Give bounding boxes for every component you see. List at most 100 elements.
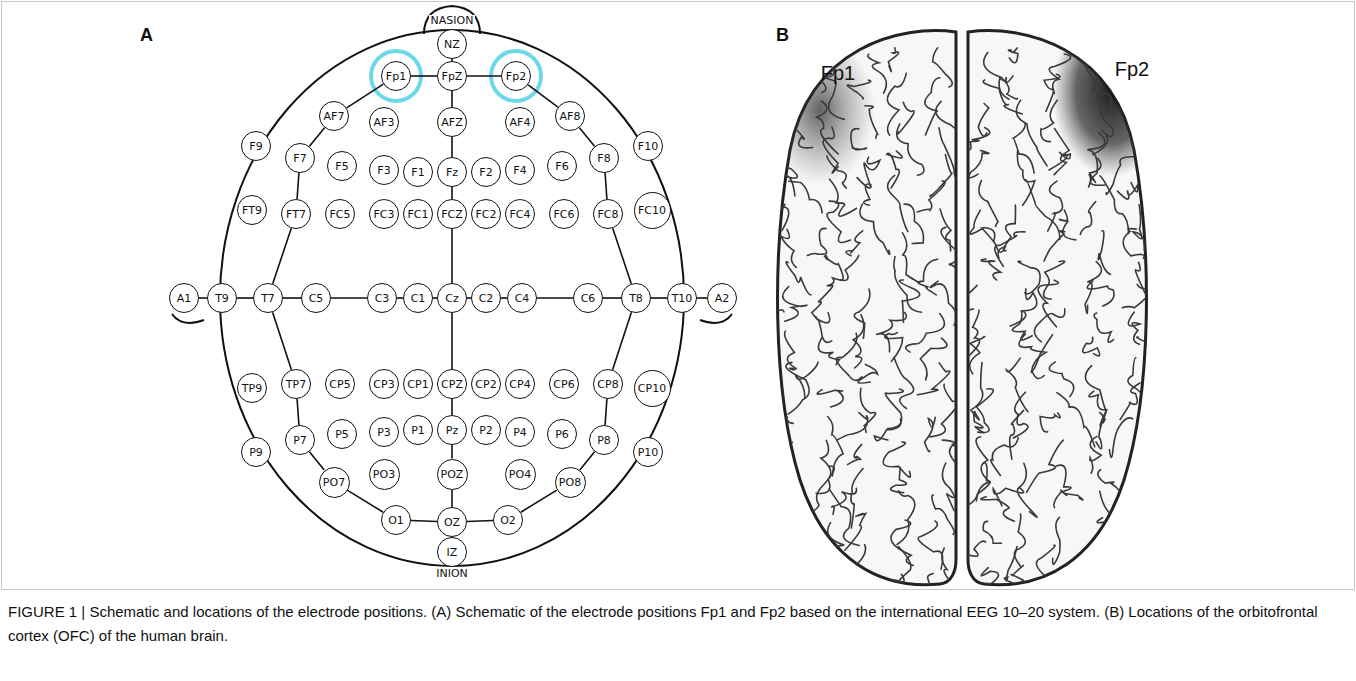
electrode-circle: FC2 bbox=[471, 199, 501, 229]
gyrus-stroke bbox=[904, 204, 923, 243]
gyrus-stroke bbox=[942, 463, 954, 511]
electrode-circle: P5 bbox=[327, 419, 357, 449]
gyrus-stroke bbox=[1128, 517, 1147, 549]
electrode-label: F3 bbox=[377, 165, 390, 176]
electrode-label: O2 bbox=[500, 515, 516, 526]
electrode-circle: PO4 bbox=[505, 459, 536, 490]
gyrus-stroke bbox=[1011, 565, 1031, 601]
electrode-label: CP10 bbox=[638, 383, 666, 394]
gyrus-stroke bbox=[1128, 466, 1153, 522]
electrode-link bbox=[411, 521, 437, 522]
electrode-label: P2 bbox=[479, 425, 493, 436]
gyrus-stroke bbox=[874, 419, 901, 441]
electrode-circle: PO3 bbox=[369, 459, 400, 490]
electrode-circle: FC4 bbox=[505, 199, 535, 229]
electrode-circle: T8 bbox=[621, 283, 651, 313]
gyrus-stroke bbox=[845, 514, 866, 551]
gyrus-stroke bbox=[783, 287, 807, 322]
electrode-circle: T10 bbox=[667, 283, 697, 313]
electrode-circle: O2 bbox=[493, 505, 523, 535]
electrode-label: FT9 bbox=[242, 205, 262, 216]
electrode-link bbox=[467, 521, 493, 522]
electrode-label: P5 bbox=[335, 429, 349, 440]
electrode-circle: FT7 bbox=[281, 199, 311, 229]
gyrus-stroke bbox=[906, 314, 945, 353]
gyrus-stroke bbox=[857, 178, 871, 206]
electrode-label: CP4 bbox=[509, 379, 530, 390]
gyrus-stroke bbox=[941, 227, 959, 282]
gyrus-stroke bbox=[1100, 176, 1129, 234]
gyrus-stroke bbox=[771, 572, 787, 601]
electrode-circle: P6 bbox=[547, 419, 577, 449]
gyrus-stroke bbox=[1127, 539, 1147, 593]
gyrus-stroke bbox=[979, 180, 998, 226]
gyrus-stroke bbox=[1087, 281, 1114, 306]
electrode-label: CP5 bbox=[329, 379, 350, 390]
gyrus-stroke bbox=[1080, 202, 1096, 235]
electrode-label: FT7 bbox=[286, 209, 306, 220]
gyrus-stroke bbox=[981, 259, 1001, 280]
gyrus-stroke bbox=[936, 101, 972, 149]
electrode-label: AF3 bbox=[374, 117, 395, 128]
gyrus-stroke bbox=[959, 128, 990, 151]
gyrus-stroke bbox=[782, 103, 813, 147]
gyrus-stroke bbox=[1093, 104, 1113, 155]
electrode-label: A1 bbox=[177, 293, 192, 304]
electrode-link bbox=[199, 297, 207, 299]
electrode-circle: CP6 bbox=[549, 369, 579, 399]
gyrus-stroke bbox=[1139, 106, 1154, 154]
electrode-circle: CP4 bbox=[505, 369, 535, 399]
gyrus-stroke bbox=[789, 181, 823, 213]
electrode-circle: P9 bbox=[241, 437, 271, 467]
electrode-link bbox=[451, 490, 453, 508]
electrode-label: AF4 bbox=[510, 117, 531, 128]
electrode-label: O1 bbox=[388, 515, 404, 526]
electrode-label: F7 bbox=[293, 153, 306, 164]
gyrus-stroke bbox=[1093, 75, 1111, 114]
gyrus-stroke bbox=[953, 541, 986, 579]
gyrus-stroke bbox=[981, 568, 998, 602]
landmark-label: INION bbox=[434, 568, 470, 580]
gyrus-stroke bbox=[918, 521, 943, 569]
electrode-circle: PO8 bbox=[555, 467, 586, 498]
gyrus-stroke bbox=[894, 257, 922, 313]
gyrus-stroke bbox=[767, 204, 788, 230]
electrode-label: P7 bbox=[293, 435, 307, 446]
gyrus-stroke bbox=[786, 262, 811, 295]
gyrus-stroke bbox=[1004, 547, 1017, 585]
electrode-circle: POZ bbox=[437, 459, 468, 490]
electrode-link bbox=[309, 452, 324, 470]
gyrus-stroke bbox=[1044, 74, 1060, 111]
gyrus-stroke bbox=[851, 129, 867, 150]
gyrus-stroke bbox=[1044, 231, 1065, 261]
gyrus-stroke bbox=[1122, 284, 1150, 307]
electrode-label: T9 bbox=[215, 293, 229, 304]
electrode-link bbox=[451, 445, 453, 459]
electrode-circle: P10 bbox=[633, 437, 663, 467]
electrode-link bbox=[331, 297, 367, 299]
electrode-label: Fz bbox=[446, 167, 458, 178]
electrode-circle: PO7 bbox=[319, 467, 350, 498]
gyrus-stroke bbox=[891, 520, 913, 565]
gyrus-stroke bbox=[888, 48, 898, 72]
gyrus-stroke bbox=[930, 384, 958, 437]
gyrus-stroke bbox=[824, 255, 843, 280]
electrode-link bbox=[603, 297, 621, 299]
gyrus-stroke bbox=[891, 468, 907, 493]
gyrus-stroke bbox=[773, 416, 788, 451]
electrode-circle: F9 bbox=[241, 131, 271, 161]
gyrus-stroke bbox=[778, 54, 804, 89]
electrode-circle: AF3 bbox=[369, 107, 399, 137]
gyrus-stroke bbox=[1019, 334, 1046, 373]
electrode-circle: Cz bbox=[437, 283, 467, 313]
gyrus-stroke bbox=[829, 489, 859, 546]
electrode-link bbox=[537, 297, 573, 299]
electrode-label: P10 bbox=[638, 447, 659, 458]
panel-letter: A bbox=[140, 26, 153, 46]
gyrus-stroke bbox=[786, 362, 809, 414]
electrode-label: CP8 bbox=[597, 379, 618, 390]
electrode-label: A2 bbox=[715, 293, 730, 304]
gyrus-stroke bbox=[964, 463, 990, 509]
